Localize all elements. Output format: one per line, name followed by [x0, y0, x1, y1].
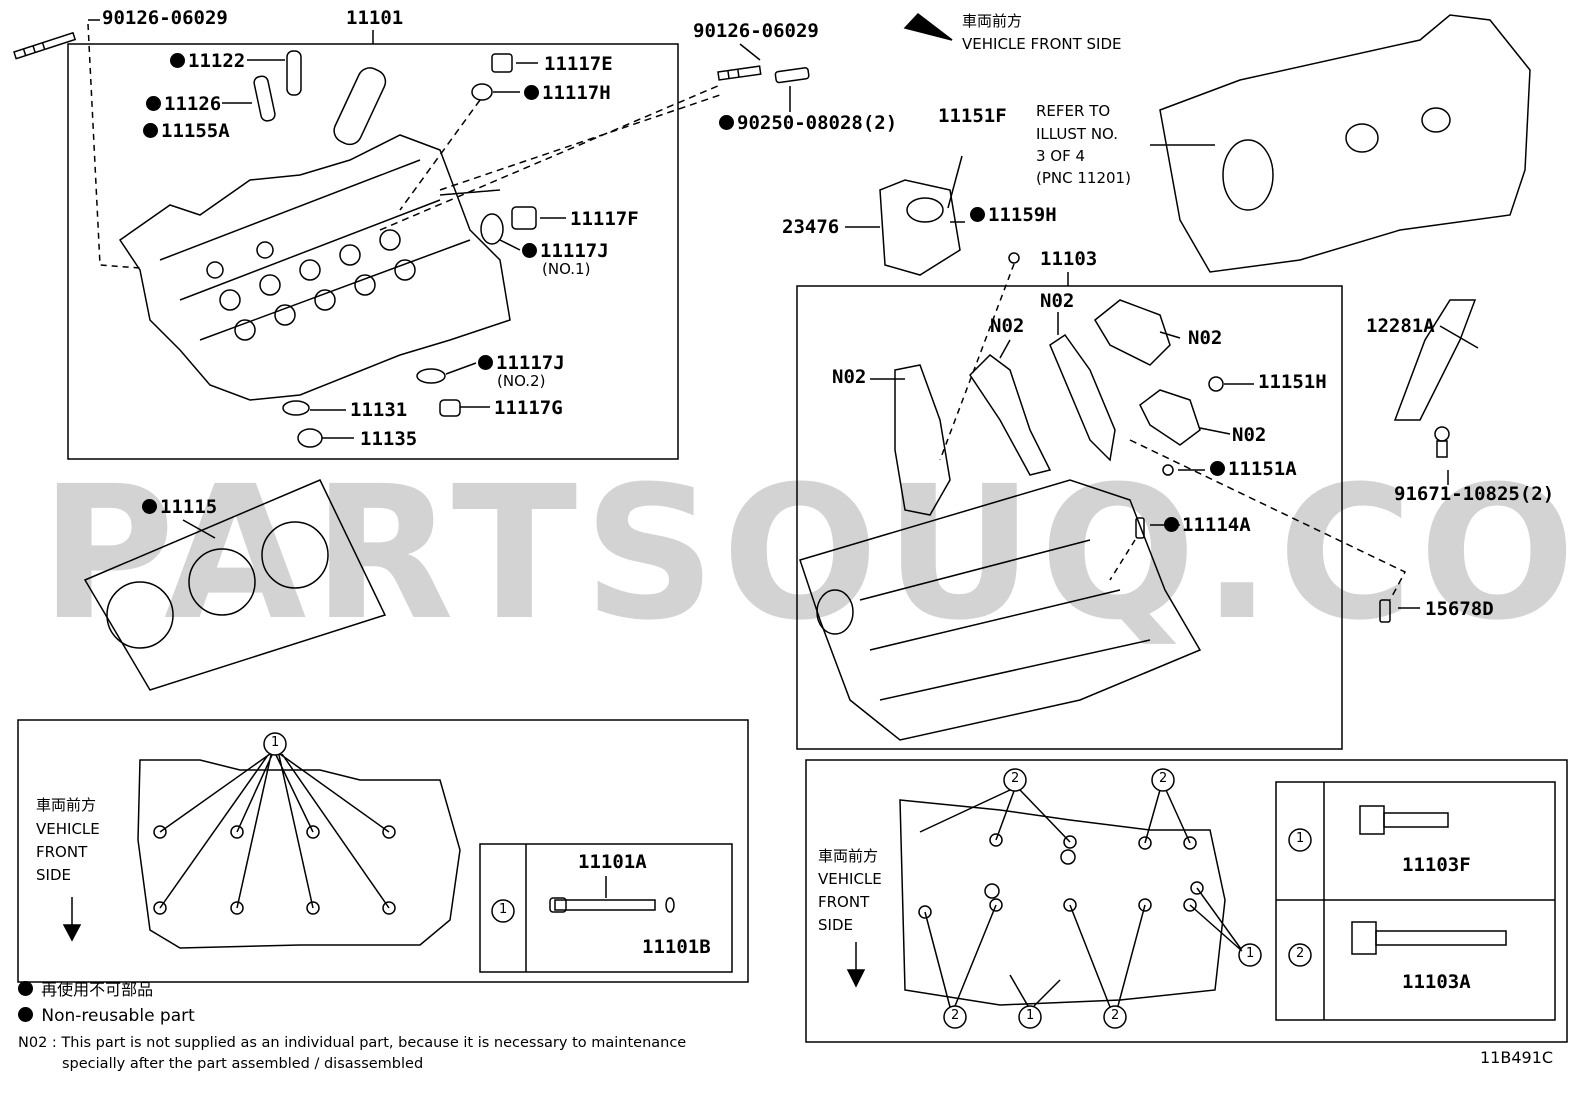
label-11122: 11122 — [170, 52, 245, 71]
label-11103: 11103 — [1040, 248, 1098, 270]
non-reusable-dot — [142, 499, 157, 514]
refer-line4: (PNC 11201) — [1036, 169, 1131, 187]
label-n02-left2: N02 — [990, 315, 1025, 337]
left-front-side: SIDE — [36, 866, 71, 884]
non-reusable-dot — [146, 96, 161, 111]
non-reusable-dot — [1164, 517, 1179, 532]
label-11103F: 11103F — [1402, 854, 1471, 876]
non-reusable-dot — [170, 53, 185, 68]
legend-dot — [18, 1007, 33, 1022]
non-reusable-dot — [143, 123, 158, 138]
label-11117J-no2: 11117J — [478, 354, 565, 373]
refer-line3: 3 OF 4 — [1036, 147, 1086, 165]
label-n02-top: N02 — [1040, 290, 1075, 312]
label-15678D: 15678D — [1425, 598, 1494, 620]
n02-note-line1: N02 : This part is not supplied as an in… — [18, 1035, 687, 1051]
non-reusable-dot — [719, 115, 734, 130]
non-reusable-dot — [478, 355, 493, 370]
non-reusable-dot — [970, 207, 985, 222]
non-reusable-dot — [524, 85, 539, 100]
label-11117G: 11117G — [494, 397, 563, 419]
label-90250-08028: 90250-08028(2) — [719, 114, 897, 133]
label-11117E: 11117E — [544, 53, 613, 75]
label-91671-10825: 91671-10825(2) — [1394, 483, 1555, 505]
label-23476: 23476 — [782, 216, 840, 238]
circle-1-e: 1 — [1026, 1008, 1035, 1023]
left-front-front: FRONT — [36, 843, 88, 861]
right-front-side: SIDE — [818, 916, 853, 934]
label-11151F: 11151F — [938, 105, 1007, 127]
diagram-code: 11B491C — [1480, 1048, 1554, 1067]
label-no2: (NO.2) — [497, 372, 546, 390]
right-front-vehicle: VEHICLE — [818, 870, 882, 888]
label-11101A: 11101A — [578, 851, 647, 873]
right-front-jp: 車両前方 — [818, 847, 879, 865]
circle-2-d: 2 — [951, 1008, 960, 1023]
non-reusable-dot — [522, 243, 537, 258]
label-11126: 11126 — [146, 95, 221, 114]
circle-2-f: 2 — [1111, 1008, 1120, 1023]
label-11101B: 11101B — [642, 936, 711, 958]
label-11151A: 11151A — [1210, 460, 1297, 479]
circle-2-table: 2 — [1296, 946, 1305, 961]
label-n02-lower: N02 — [1232, 424, 1267, 446]
label-11117F: 11117F — [570, 208, 639, 230]
circle-1-table: 1 — [1296, 831, 1305, 846]
vehicle-front-en: VEHICLE FRONT SIDE — [962, 35, 1122, 53]
refer-line1: REFER TO — [1036, 102, 1111, 120]
label-11151H: 11151H — [1258, 371, 1327, 393]
label-11131: 11131 — [350, 399, 408, 421]
label-n02-right: N02 — [1188, 327, 1223, 349]
label-90126-06029-left: 90126-06029 — [102, 7, 228, 29]
label-11117J-no1: 11117J — [522, 242, 609, 261]
label-90126-06029-right: 90126-06029 — [693, 20, 819, 42]
n02-note-line2: specially after the part assembled / dis… — [62, 1056, 424, 1072]
label-11115: 11115 — [142, 498, 217, 517]
right-front-front: FRONT — [818, 893, 870, 911]
legend-dot — [18, 981, 33, 996]
label-n02-left: N02 — [832, 366, 867, 388]
circle-1-c: 1 — [1246, 946, 1255, 961]
circle-2-b: 2 — [1159, 771, 1168, 786]
refer-line2: ILLUST NO. — [1036, 125, 1119, 143]
circle-1-head-label: 1 — [271, 735, 280, 750]
label-11135: 11135 — [360, 428, 418, 450]
left-front-jp: 車両前方 — [36, 796, 97, 814]
label-11159H: 11159H — [970, 206, 1057, 225]
vehicle-front-jp: 車両前方 — [962, 12, 1023, 30]
circle-1-table-label: 1 — [499, 902, 508, 917]
label-no1: (NO.1) — [542, 260, 591, 278]
legend-en: Non-reusable part — [18, 1006, 195, 1027]
legend-jp: 再使用不可部品 — [18, 980, 153, 1000]
circle-2-a: 2 — [1011, 771, 1020, 786]
label-12281A: 12281A — [1366, 315, 1435, 337]
label-11101: 11101 — [346, 7, 404, 29]
label-11155A: 11155A — [143, 122, 230, 141]
label-11117H: 11117H — [524, 84, 611, 103]
non-reusable-dot — [1210, 461, 1225, 476]
left-front-vehicle: VEHICLE — [36, 820, 100, 838]
label-11114A: 11114A — [1164, 516, 1251, 535]
label-11103A: 11103A — [1402, 971, 1471, 993]
